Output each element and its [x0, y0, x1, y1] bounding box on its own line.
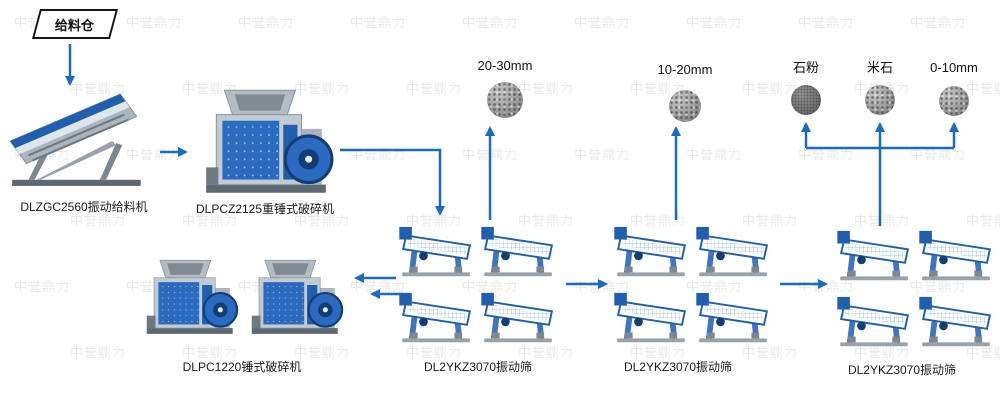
screen-unit [695, 290, 773, 348]
screen-unit [613, 224, 691, 282]
machine-label: DL2YKZ3070振动筛 [423, 360, 533, 374]
machine-label: DLZGC2560振动给料机 [20, 200, 148, 214]
machine-vibrating-feeder [6, 88, 154, 190]
screen-unit [613, 290, 691, 348]
machine-secondary-crusher-2 [243, 247, 345, 345]
material-pile-0-10mm [939, 86, 969, 116]
screen-unit [918, 294, 996, 352]
product-label: 0-10mm [930, 60, 978, 75]
machine-label: DL2YKZ3070振动筛 [623, 360, 733, 374]
machine-primary-crusher [194, 84, 336, 196]
screen-unit [398, 290, 476, 348]
screen-unit [918, 228, 996, 286]
feed-bin: 给料仓 [31, 9, 119, 39]
screen-unit [480, 224, 558, 282]
material-pile-rice-stone [865, 85, 895, 115]
material-pile-stone-powder [791, 85, 821, 115]
product-label: 10-20mm [657, 62, 713, 77]
machine-label: DL2YKZ3070振动筛 [847, 363, 957, 377]
screen-unit [398, 224, 476, 282]
material-pile-20-30mm [487, 82, 523, 118]
product-label: 石粉 [792, 60, 820, 75]
machine-secondary-crusher-1 [138, 247, 240, 345]
screen-unit [695, 224, 773, 282]
material-pile-10-20mm [669, 90, 701, 122]
product-label: 20-30mm [477, 58, 533, 73]
machine-label: DLPCZ2125重锤式破碎机 [195, 202, 335, 216]
screen-unit [836, 228, 914, 286]
feed-bin-label: 给料仓 [55, 17, 95, 33]
screen-unit [836, 294, 914, 352]
machine-label: DLPC1220锤式破碎机 [182, 360, 302, 374]
product-label: 米石 [866, 60, 894, 75]
screen-unit [480, 290, 558, 348]
